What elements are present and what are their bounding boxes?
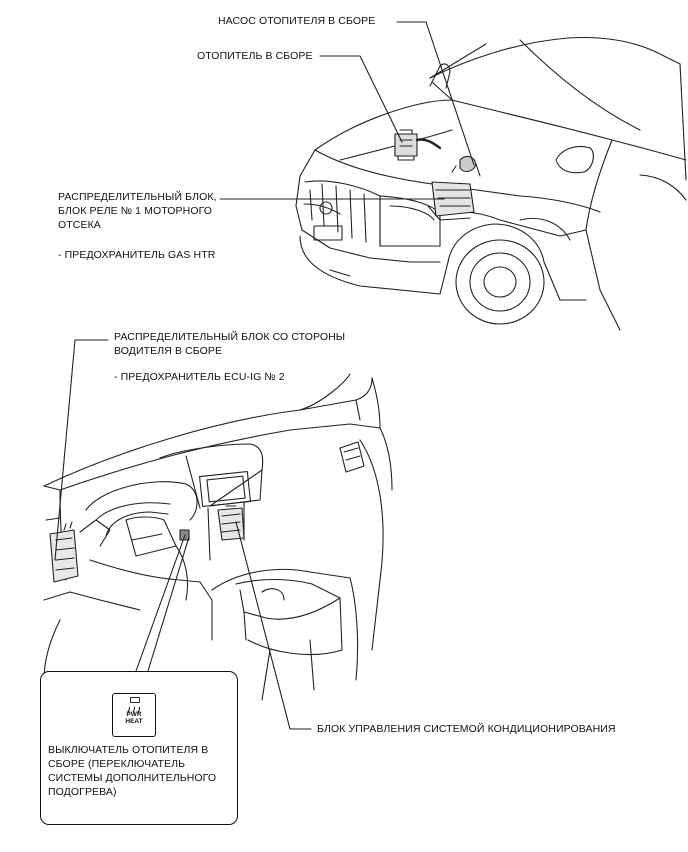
- switch-text-line2: HEAT: [125, 718, 143, 725]
- ac-control-unit-label: БЛОК УПРАВЛЕНИЯ СИСТЕМОЙ КОНДИЦИОНИРОВАН…: [317, 723, 616, 735]
- pwr-heat-switch-icon: PWR HEAT: [112, 693, 156, 737]
- dashboard-interior-illustration: [43, 373, 393, 701]
- leader-ac-control-unit: [235, 521, 312, 730]
- driver-fuse-block-label-line2: ВОДИТЕЛЯ В СБОРЕ: [114, 345, 223, 357]
- heater-switch-label-line1: ВЫКЛЮЧАТЕЛЬ ОТОПИТЕЛЯ В: [48, 744, 209, 756]
- heat-waves-icon: [127, 706, 141, 714]
- fuse-ecu-ig-label: - ПРЕДОХРАНИТЕЛЬ ECU-IG № 2: [114, 371, 285, 383]
- heater-switch-label-line4: ПОДОГРЕВА): [48, 786, 117, 798]
- engine-relay-block-label-line1: РАСПРЕДЕЛИТЕЛЬНЫЙ БЛОК,: [58, 191, 217, 203]
- leader-heater-pump: [396, 21, 475, 166]
- engine-relay-block-label-line2: БЛОК РЕЛЕ № 1 МОТОРНОГО: [58, 205, 213, 217]
- heater-switch-label-line2: СБОРЕ (ПЕРЕКЛЮЧАТЕЛЬ: [48, 758, 186, 770]
- switch-indicator-icon: [130, 697, 140, 703]
- heater-switch-label-line3: СИСТЕМЫ ДОПОЛНИТЕЛЬНОГО: [48, 772, 217, 784]
- vehicle-front-illustration: [295, 36, 687, 331]
- leader-heater: [319, 55, 403, 143]
- fuse-gas-htr-label: - ПРЕДОХРАНИТЕЛЬ GAS HTR: [58, 249, 216, 261]
- ac-control-unit-part: [217, 505, 245, 541]
- leader-driver-fuse-block: [54, 339, 109, 561]
- engine-relay-block-part: [427, 181, 475, 221]
- switch-text-line1: PWR: [126, 711, 142, 718]
- heater-assembly-part: [394, 129, 442, 161]
- leader-heater-switch-b: [147, 536, 190, 672]
- heater-pump-label: НАСОС ОТОПИТЕЛЯ В СБОРЕ: [218, 15, 376, 27]
- driver-fuse-block-label-line1: РАСПРЕДЕЛИТЕЛЬНЫЙ БЛОК СО СТОРОНЫ: [114, 331, 346, 343]
- switch-text: PWR HEAT: [121, 711, 147, 725]
- engine-relay-block-label-line3: ОТСЕКА: [58, 219, 101, 231]
- driver-side-fuse-block-part: [49, 521, 79, 583]
- leader-heater-switch-a: [135, 534, 186, 672]
- heater-label: ОТОПИТЕЛЬ В СБОРЕ: [197, 50, 313, 62]
